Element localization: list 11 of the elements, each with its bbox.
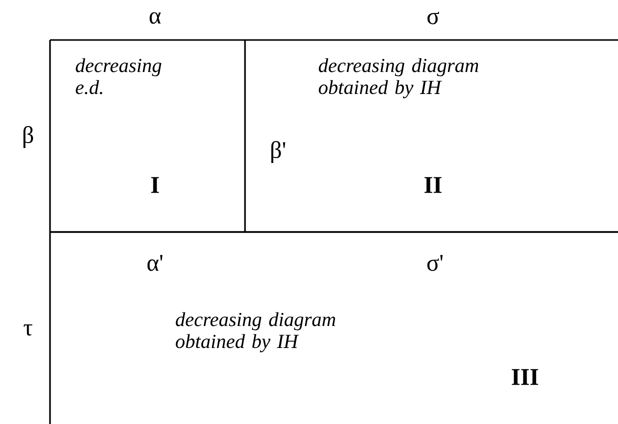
roman-numeral: II (424, 177, 442, 193)
roman-numeral: I (151, 177, 159, 193)
roman-numeral: III (512, 369, 538, 385)
grid-cell (49, 231, 618, 424)
greek-label: σ' (427, 255, 443, 271)
cell-text: decreasing e.d. (76, 58, 162, 94)
greek-label: α' (148, 255, 162, 271)
cell-text: decreasing diagram obtained by IH (176, 312, 336, 352)
greek-label: β' (271, 141, 286, 163)
cell-text: decreasing diagram obtained by IH (318, 58, 478, 98)
grid-cell (49, 39, 246, 233)
